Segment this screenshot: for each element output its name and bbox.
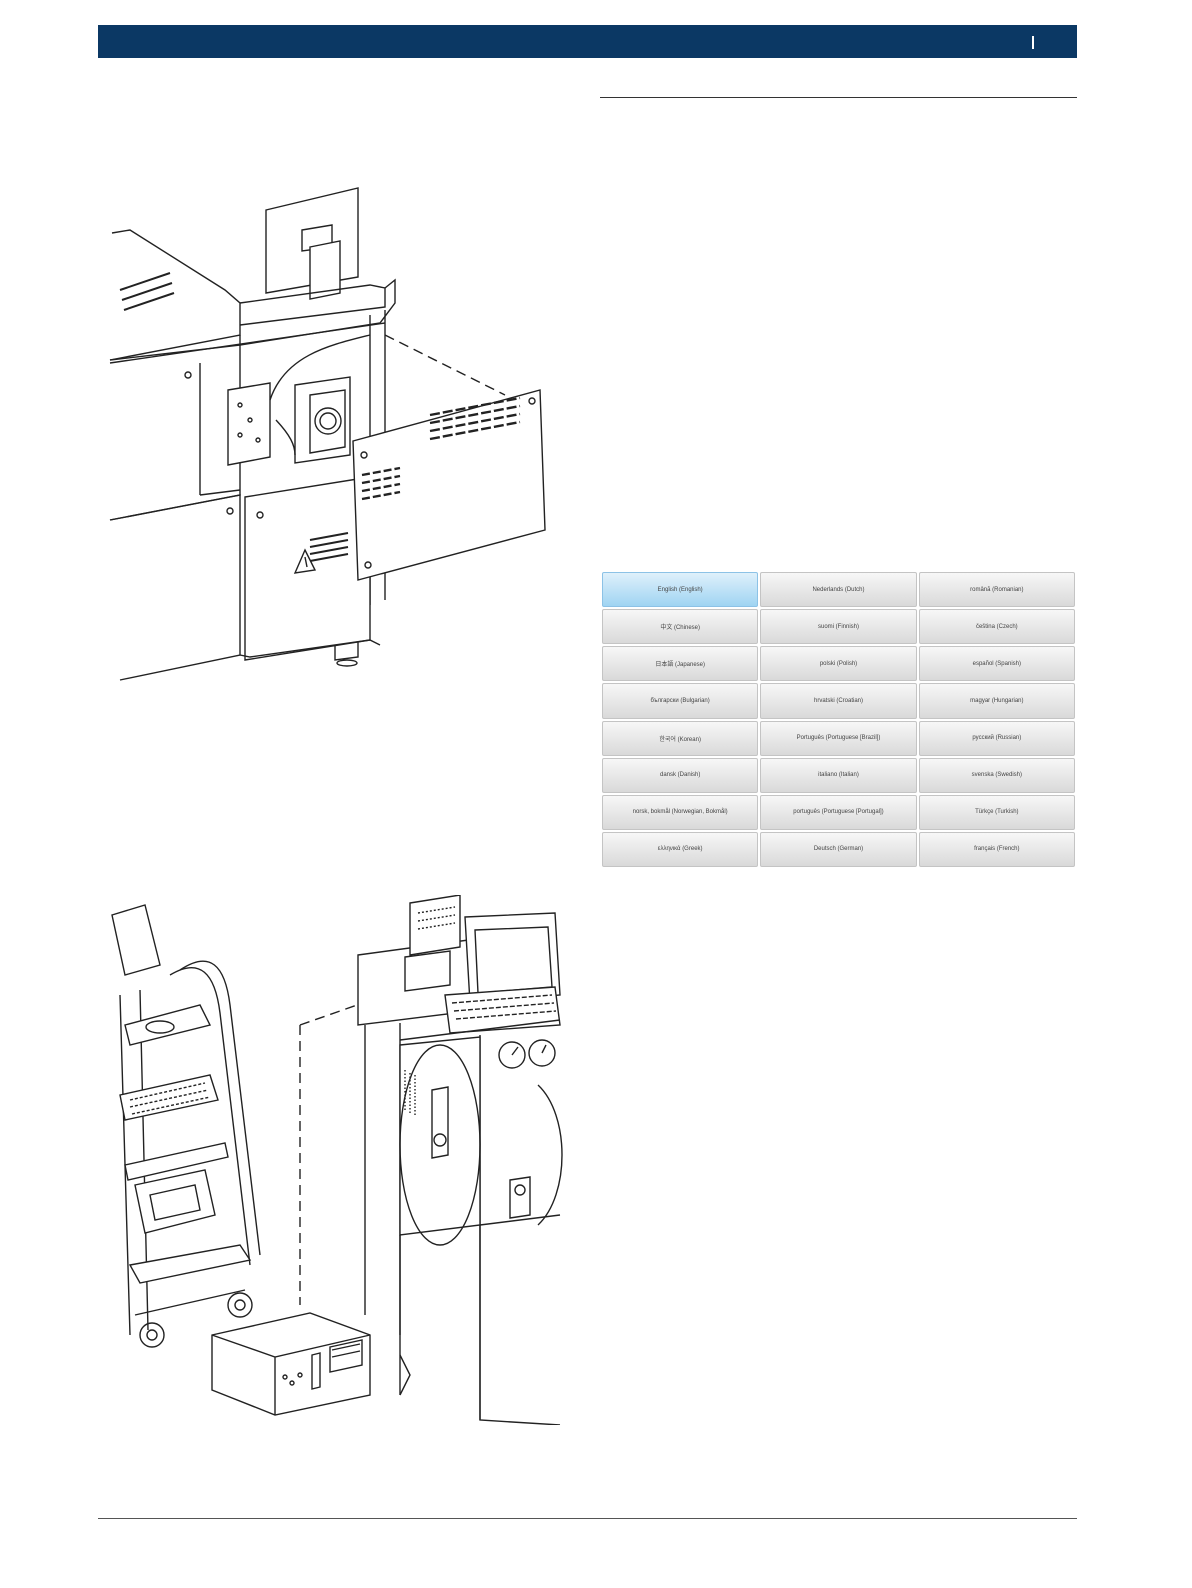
language-button-portuguese-brazil[interactable]: Português (Portuguese [Brazil]) [760, 720, 917, 756]
language-button-czech[interactable]: čeština (Czech) [918, 609, 1075, 645]
language-button-bulgarian[interactable]: български (Bulgarian) [602, 683, 759, 719]
language-button-dutch[interactable]: Nederlands (Dutch) [760, 572, 917, 608]
footer-rule [98, 1518, 1077, 1519]
header-separator [1032, 36, 1034, 49]
language-button-korean[interactable]: 한국어 (Korean) [602, 720, 759, 756]
language-button-russian[interactable]: русский (Russian) [918, 720, 1075, 756]
language-button-finnish[interactable]: suomi (Finnish) [760, 609, 917, 645]
language-button-french[interactable]: français (French) [918, 831, 1075, 867]
language-button-hungarian[interactable]: magyar (Hungarian) [918, 683, 1075, 719]
language-button-portuguese-portugal[interactable]: português (Portuguese [Portugal]) [760, 794, 917, 830]
language-button-croatian[interactable]: hrvatski (Croatian) [760, 683, 917, 719]
language-button-norwegian[interactable]: norsk, bokmål (Norwegian, Bokmål) [602, 794, 759, 830]
test-bench-illustration [109, 187, 546, 681]
language-button-swedish[interactable]: svenska (Swedish) [918, 757, 1075, 793]
language-button-danish[interactable]: dansk (Danish) [602, 757, 759, 793]
language-button-greek[interactable]: ελληνικά (Greek) [602, 831, 759, 867]
header-bar [98, 25, 1077, 58]
trolley-pc-illustration [111, 895, 563, 1425]
language-button-japanese[interactable]: 日本語 (Japanese) [602, 646, 759, 682]
language-button-german[interactable]: Deutsch (German) [760, 831, 917, 867]
language-button-chinese[interactable]: 中文 (Chinese) [602, 609, 759, 645]
language-button-turkish[interactable]: Türkçe (Turkish) [918, 794, 1075, 830]
language-selection-grid: English (English) Nederlands (Dutch) rom… [602, 572, 1075, 867]
language-button-english[interactable]: English (English) [602, 572, 759, 608]
language-button-polish[interactable]: polski (Polish) [760, 646, 917, 682]
language-button-italian[interactable]: italiano (Italian) [760, 757, 917, 793]
language-button-romanian[interactable]: română (Romanian) [918, 572, 1075, 608]
section-rule [600, 97, 1077, 98]
language-button-spanish[interactable]: español (Spanish) [918, 646, 1075, 682]
